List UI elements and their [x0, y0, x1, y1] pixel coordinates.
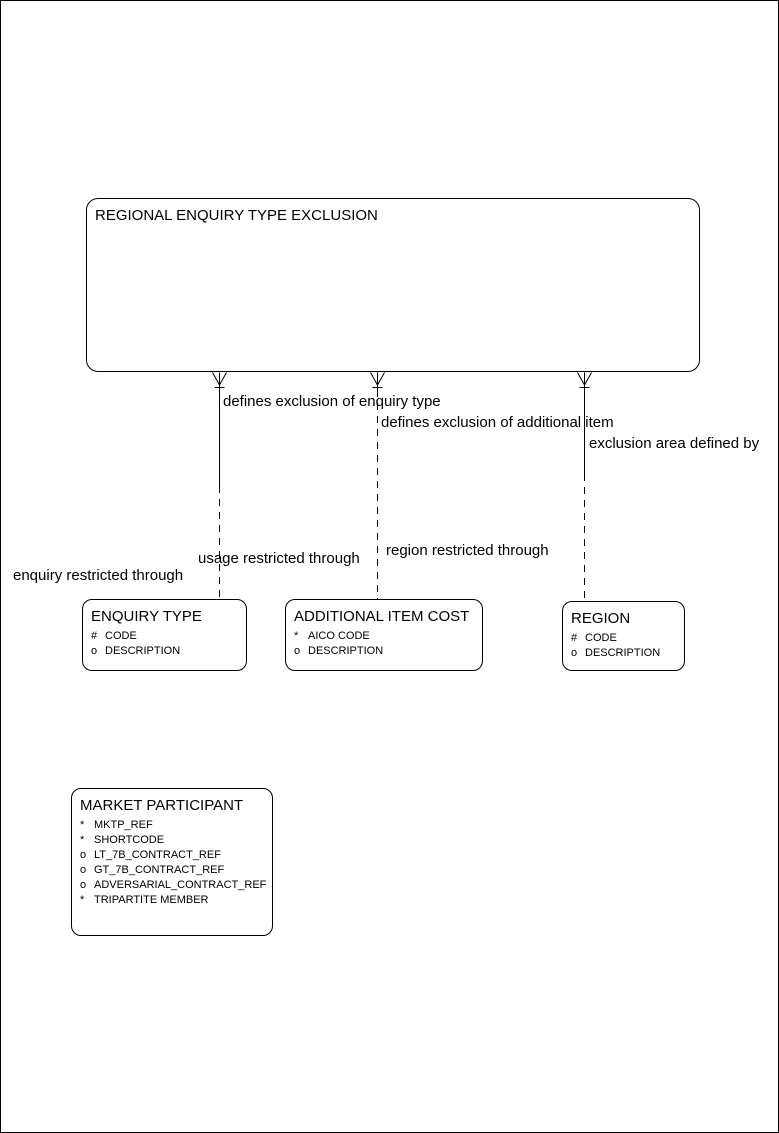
entity-enquiry-type: ENQUIRY TYPE # CODE o DESCRIPTION: [82, 599, 247, 671]
attribute-row: o DESCRIPTION: [83, 644, 246, 659]
attribute-name: TRIPARTITE MEMBER: [94, 894, 209, 906]
attribute-optionality-marker: o: [80, 879, 87, 891]
attribute-row: o GT_7B_CONTRACT_REF: [72, 863, 272, 878]
attribute-name: CODE: [105, 630, 137, 642]
attribute-optionality-marker: *: [80, 819, 85, 831]
relationship-label-defines-exclusion-of-additional-item: defines exclusion of additional item: [381, 414, 614, 431]
attribute-optionality-marker: #: [91, 630, 98, 642]
entity-regional-enquiry-type-exclusion: REGIONAL ENQUIRY TYPE EXCLUSION: [86, 198, 700, 372]
attribute-name: DESCRIPTION: [308, 645, 384, 657]
attribute-name: DESCRIPTION: [105, 645, 181, 657]
attribute-optionality-marker: o: [294, 645, 301, 657]
attribute-row: o LT_7B_CONTRACT_REF: [72, 848, 272, 863]
relationship-label-enquiry-restricted-through: enquiry restricted through: [13, 567, 184, 584]
attribute-optionality-marker: *: [80, 834, 85, 846]
attribute-row: * SHORTCODE: [72, 833, 272, 848]
relationship-label-exclusion-area-defined-by: exclusion area defined by: [589, 435, 760, 452]
crow-foot-icon: [370, 372, 385, 390]
attribute-row: o DESCRIPTION: [286, 644, 482, 659]
attribute-row: * MKTP_REF: [72, 818, 272, 833]
attribute-row: # CODE: [83, 629, 246, 644]
attribute-row: * AICO CODE: [286, 629, 482, 644]
crow-foot-icon: [212, 372, 227, 390]
attribute-optionality-marker: o: [571, 647, 578, 659]
attribute-name: MKTP_REF: [94, 819, 153, 831]
entity-title: ENQUIRY TYPE: [91, 608, 202, 625]
attribute-name: DESCRIPTION: [585, 647, 661, 659]
attribute-name: ADVERSARIAL_CONTRACT_REF: [94, 879, 267, 891]
attribute-name: GT_7B_CONTRACT_REF: [94, 864, 225, 876]
entity-title: REGIONAL ENQUIRY TYPE EXCLUSION: [95, 207, 378, 224]
attribute-optionality-marker: #: [571, 632, 578, 644]
attribute-optionality-marker: *: [80, 894, 85, 906]
entity-title: MARKET PARTICIPANT: [80, 797, 244, 814]
attribute-optionality-marker: *: [294, 630, 299, 642]
attribute-optionality-marker: o: [80, 849, 87, 861]
attribute-row: * TRIPARTITE MEMBER: [72, 893, 272, 908]
attribute-name: CODE: [585, 632, 617, 644]
entity-title: ADDITIONAL ITEM COST: [294, 608, 470, 625]
entity-region: REGION # CODE o DESCRIPTION: [562, 601, 685, 671]
attribute-optionality-marker: o: [80, 864, 87, 876]
attribute-row: # CODE: [563, 631, 684, 646]
attribute-name: SHORTCODE: [94, 834, 165, 846]
entity-title: REGION: [571, 610, 631, 627]
crow-foot-icon: [577, 372, 592, 390]
relationship-label-defines-exclusion-of-enquiry-type: defines exclusion of enquiry type: [223, 393, 441, 410]
attribute-row: o ADVERSARIAL_CONTRACT_REF: [72, 878, 272, 893]
relationship-line-region: [577, 372, 592, 601]
attribute-name: LT_7B_CONTRACT_REF: [94, 849, 221, 861]
relationship-label-region-restricted-through: region restricted through: [386, 542, 549, 559]
entity-market-participant: MARKET PARTICIPANT * MKTP_REF * SHORTCOD…: [71, 788, 273, 936]
relationship-label-usage-restricted-through: usage restricted through: [198, 550, 360, 567]
attribute-optionality-marker: o: [91, 645, 98, 657]
attribute-row: o DESCRIPTION: [563, 646, 684, 661]
entity-additional-item-cost: ADDITIONAL ITEM COST * AICO CODE o DESCR…: [285, 599, 483, 671]
attribute-name: AICO CODE: [308, 630, 370, 642]
